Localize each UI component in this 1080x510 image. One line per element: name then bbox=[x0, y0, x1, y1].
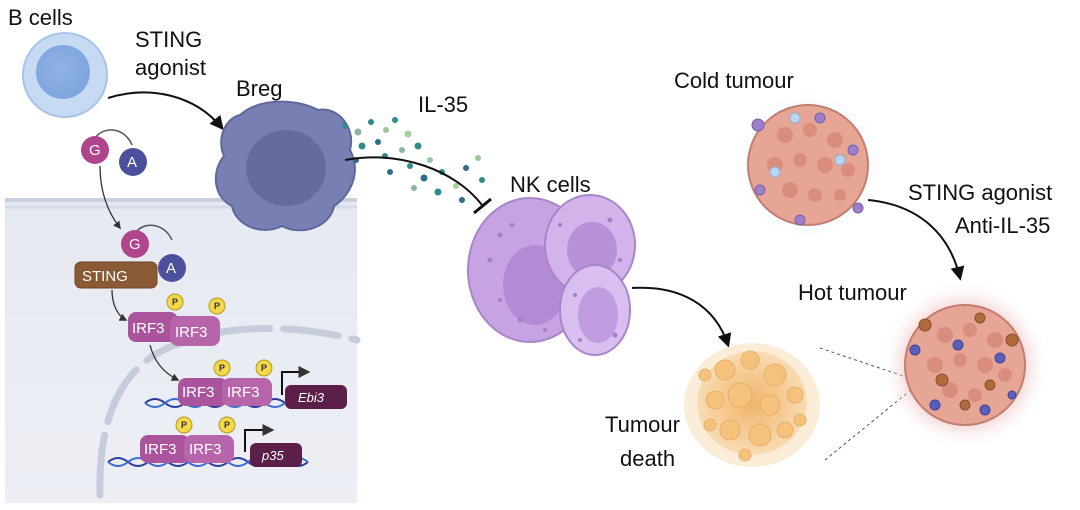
nuclear-membrane bbox=[96, 334, 204, 499]
tumour-death-icon bbox=[684, 343, 820, 467]
hot-tumour-label: Hot tumour bbox=[798, 280, 907, 305]
arrow-nk-to-death bbox=[631, 286, 732, 348]
arrow-bcell-to-breg bbox=[107, 91, 224, 131]
gene-box-ebi3 bbox=[285, 385, 347, 409]
sting-agonist-label-line2: agonist bbox=[135, 55, 206, 80]
irf3-dimer-p35 bbox=[140, 416, 236, 463]
il35-label: IL-35 bbox=[418, 92, 468, 117]
phospho-label-c: P bbox=[219, 363, 225, 373]
phospho-label-d: P bbox=[261, 363, 267, 373]
transcription-arrow-p35 bbox=[244, 424, 275, 452]
irf3-label-e: IRF3 bbox=[144, 441, 177, 458]
nk-cells-label: NK cells bbox=[510, 172, 591, 197]
a-label-bottom: A bbox=[166, 260, 176, 277]
therapy-label-line2: Anti-IL-35 bbox=[955, 213, 1050, 238]
arrow-cold-to-hot bbox=[867, 199, 965, 281]
b-cell-icon bbox=[22, 32, 108, 118]
gene-label-p35: p35 bbox=[261, 448, 284, 463]
irf3-label-d: IRF3 bbox=[227, 384, 260, 401]
irf3-dimer-cytoplasm bbox=[128, 293, 226, 346]
tumour-death-label-line1: Tumour bbox=[605, 412, 680, 437]
a-label-top: A bbox=[127, 154, 137, 171]
cold-tumour-label: Cold tumour bbox=[674, 68, 794, 93]
irf3-label-a: IRF3 bbox=[132, 320, 165, 337]
arrow-irf3-to-nucleus bbox=[149, 344, 180, 381]
arrow-ga-to-sting bbox=[99, 165, 121, 230]
irf3-label-c: IRF3 bbox=[182, 384, 215, 401]
inhibition-bar bbox=[473, 197, 492, 215]
arrow-sting-to-irf3 bbox=[111, 289, 128, 321]
cold-tumour-icon bbox=[733, 90, 883, 240]
gene-box-p35 bbox=[250, 443, 302, 467]
hot-tumour-icon bbox=[880, 280, 1050, 450]
cgas-complex-top bbox=[81, 129, 147, 176]
link-line-upper bbox=[819, 347, 916, 381]
phospho-label-a: P bbox=[172, 297, 178, 307]
transcription-arrow-ebi3 bbox=[281, 366, 311, 395]
sting-box bbox=[74, 261, 158, 289]
therapy-label-line1: STING agonist bbox=[908, 180, 1052, 205]
tumour-death-label-line2: death bbox=[620, 446, 675, 471]
phospho-label-e: P bbox=[181, 420, 187, 430]
il35-cytokine-dots bbox=[342, 117, 485, 203]
gene-label-ebi3: Ebi3 bbox=[298, 390, 325, 405]
sting-agonist-label-line1: STING bbox=[135, 27, 202, 52]
nuclear-membrane-top bbox=[211, 325, 361, 344]
cgas-complex-bottom bbox=[121, 224, 186, 282]
nk-cells-icon bbox=[467, 194, 636, 356]
g-label-bottom: G bbox=[129, 236, 141, 253]
b-cells-label: B cells bbox=[8, 5, 73, 30]
breg-label: Breg bbox=[236, 76, 282, 101]
irf3-dimer-ebi3 bbox=[178, 359, 273, 406]
phospho-label-b: P bbox=[214, 301, 220, 311]
inhibition-breg-to-nk bbox=[344, 156, 483, 206]
irf3-label-f: IRF3 bbox=[189, 441, 222, 458]
sting-label: STING bbox=[82, 268, 128, 285]
phospho-label-f: P bbox=[224, 420, 230, 430]
breg-cell-icon bbox=[214, 100, 356, 232]
g-label-top: G bbox=[89, 142, 101, 159]
irf3-label-b: IRF3 bbox=[175, 324, 208, 341]
